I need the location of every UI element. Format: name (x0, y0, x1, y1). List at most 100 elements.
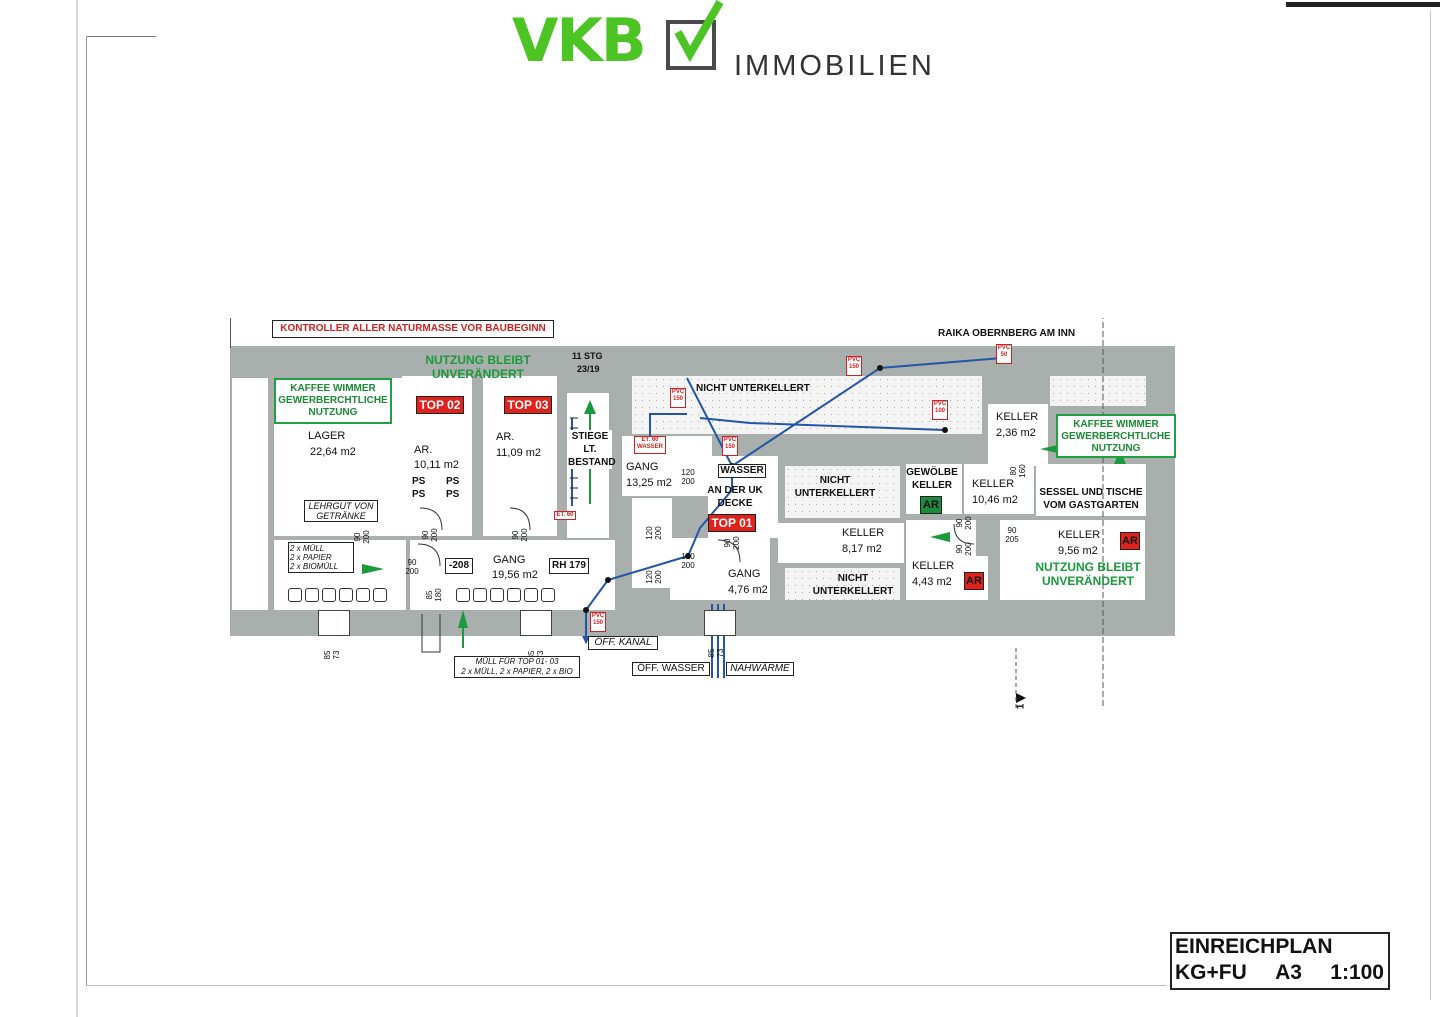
pvc-tag: PVC 100 (932, 400, 948, 420)
oeff-kanal-label: ÖFF. KANAL (588, 636, 658, 650)
ar-green-tag: AR (920, 496, 942, 514)
door-block (520, 610, 552, 636)
dim-label: 90 200 (955, 516, 973, 530)
ar-red-tag: AR (964, 572, 984, 590)
room-gang-vertical (632, 498, 672, 588)
door-block (704, 610, 736, 636)
an-der-uk-label: AN DER UK DECKE (707, 485, 763, 509)
muell-top-line: MÜLL FÜR TOP 01- 03 (475, 657, 559, 666)
dim-label: 90 200 (955, 542, 973, 556)
dim-label: 90 200 (353, 530, 371, 544)
keller-c-name: KELLER (842, 527, 885, 539)
nicht-unterkellert-low (785, 568, 900, 600)
room-keller-b (964, 464, 1034, 514)
oeff-wasser-label: ÖFF. WASSER (632, 662, 710, 676)
sessel-label: SESSEL UND TISCHE VOM GASTGARTEN (1039, 487, 1143, 511)
nahwaerme-label: NAHWÄRME (726, 662, 794, 676)
stair-steps: 11 STG (572, 351, 603, 361)
nicht-unterkellert-right (1050, 376, 1146, 406)
dim-label: 120 200 (681, 552, 695, 570)
logo-immobilien: IMMOBILIEN (734, 50, 935, 82)
bin-icon (473, 588, 487, 602)
room-keller-a-inner (988, 404, 1048, 466)
title-kg-fu: KG+FU (1175, 961, 1247, 984)
keller-a-name: KELLER (996, 411, 1039, 423)
dim-label: 120 200 (645, 526, 663, 540)
logo-vkb: VKB (512, 6, 647, 76)
ar2-area: 11,09 m2 (496, 447, 542, 459)
gang3-area: 4,76 m2 (728, 584, 768, 596)
title-scale: 1:100 (1330, 961, 1384, 984)
keller-c-area: 8,17 m2 (842, 543, 882, 555)
ar2-name: AR. (496, 431, 515, 443)
bin-icon (288, 588, 302, 602)
keller-b-area: 10,46 m2 (972, 494, 1018, 506)
title-line2: KG+FU A3 1:100 (1175, 960, 1388, 986)
title-a3: A3 (1275, 961, 1302, 984)
pvc-tag: PVC 150 (846, 356, 862, 376)
ps-label: PS (412, 476, 426, 487)
nutzung-right: NUTZUNG BLEIBT UNVERÄNDERT (1035, 560, 1141, 588)
dim-label: 90 200 (405, 558, 419, 576)
ps-label: PS (446, 476, 460, 487)
ar-red-tag: AR (1120, 532, 1140, 550)
keller-e-area: 9,56 m2 (1058, 545, 1098, 557)
keller-a-area: 2,36 m2 (996, 427, 1036, 439)
section-mark: 1 (1015, 703, 1027, 710)
floor-plan: KONTROLLER ALLER NATURMASSE VOR BAUBEGIN… (230, 318, 1180, 718)
bin-icon (339, 588, 353, 602)
dim-label: 120 200 (681, 468, 695, 486)
muell-item: 2 x BIOMÜLL (290, 562, 339, 571)
keller-d-area: 4,43 m2 (912, 576, 952, 588)
room-gang3 (670, 538, 770, 600)
et60-wasser-tag: ET. 60 WASSER (634, 436, 666, 454)
warning-label: KONTROLLER ALLER NATURMASSE VOR BAUBEGIN… (272, 320, 554, 338)
check-box-icon (666, 0, 724, 70)
ar1-name: AR. (414, 444, 433, 456)
lager-name: LAGER (308, 430, 346, 442)
page-frame-left (76, 0, 78, 1017)
pvc-tag: PVC 50 (996, 344, 1012, 364)
kaffee-right: KAFFEE WIMMER GEWERBERCHTLICHE NUTZUNG (1056, 414, 1176, 458)
dim-label: 90 205 (1005, 526, 1019, 544)
dim-label: 85 73 (323, 650, 341, 660)
title-line1: EINREICHPLAN (1175, 935, 1333, 958)
et60-tag: ET. 60 (554, 511, 576, 520)
muell-list: 2 x MÜLL 2 x PAPIER 2 x BIOMÜLL (288, 542, 354, 573)
gang1-name: GANG (493, 554, 526, 566)
kaffee-left: KAFFEE WIMMER GEWERBERCHTLICHE NUTZUNG (274, 378, 392, 424)
gang2-name: GANG (626, 461, 659, 473)
room-sessel (1036, 464, 1146, 516)
rh-label: RH 179 (549, 558, 589, 574)
ps-label: PS (412, 489, 426, 500)
lehrgut-label: LEHRGUT VON GETRÄNKE (304, 500, 378, 522)
gewoelbe-label: GEWÖLBE KELLER (906, 467, 958, 491)
wasser-label: WASSER (718, 464, 766, 478)
bin-icon (356, 588, 370, 602)
keller-b-name: KELLER (972, 478, 1015, 490)
gang1-area: 19,56 m2 (492, 569, 538, 581)
level-208: -208 (445, 558, 473, 574)
title-block: EINREICHPLAN KG+FU A3 1:100 (1170, 932, 1390, 990)
bin-icon (541, 588, 555, 602)
page-frame-inner (86, 36, 87, 986)
lager-area: 22,64 m2 (310, 446, 356, 458)
door-block (318, 610, 350, 636)
muell-top-label: MÜLL FÜR TOP 01- 03 2 x MÜLL, 2 x PAPIER… (454, 656, 580, 678)
page-frame-corner (1286, 2, 1440, 7)
dim-label: 85 73 (707, 648, 725, 658)
bin-icon (490, 588, 504, 602)
room-keller-c (778, 523, 904, 563)
bin-icon (305, 588, 319, 602)
bin-icon (456, 588, 470, 602)
page-frame-right (1430, 10, 1431, 1000)
bin-icon (524, 588, 538, 602)
muell-top-detail: 2 x MÜLL, 2 x PAPIER, 2 x BIO (461, 667, 573, 676)
gang2-area: 13,25 m2 (626, 477, 672, 489)
stair-label: STIEGE LT. BESTAND (568, 430, 616, 469)
nicht-unterkellert-top-label: NICHT UNTERKELLERT (696, 383, 810, 394)
keller-e-name: KELLER (1058, 529, 1101, 541)
pvc-tag: PVC 150 (590, 612, 606, 632)
ar1-area: 10,11 m2 (414, 459, 460, 471)
gang3-name: GANG (728, 568, 761, 580)
